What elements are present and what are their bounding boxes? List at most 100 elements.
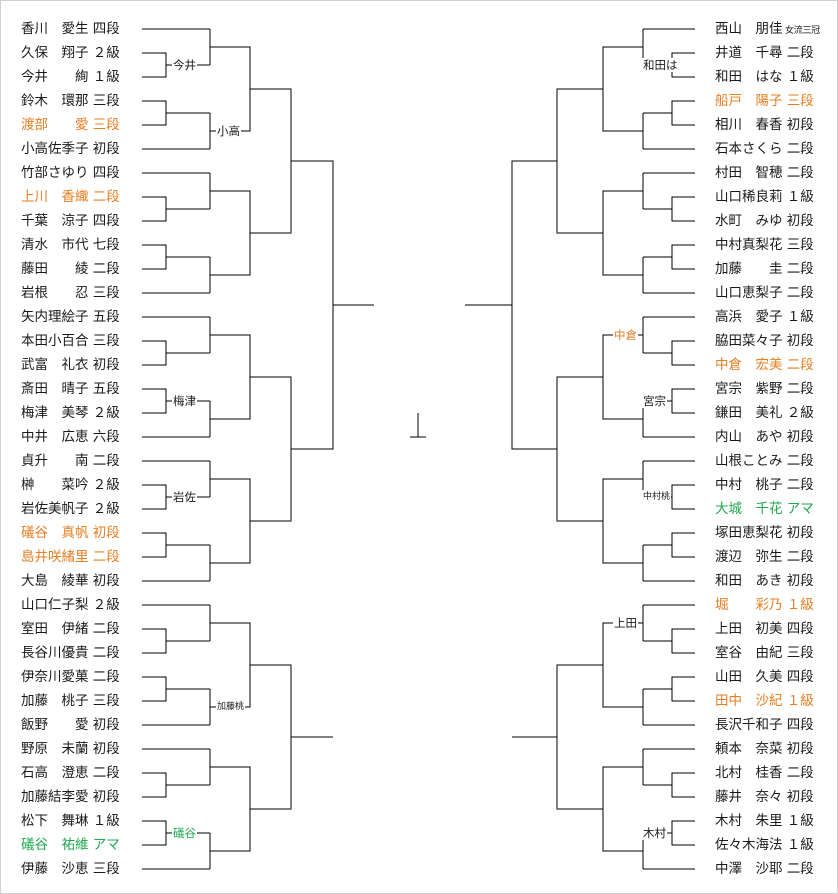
winner-label-5: 加藤桃 — [216, 700, 246, 714]
player-rank: 四段 — [88, 213, 120, 229]
player-rank: 二段 — [782, 861, 814, 877]
bracket-line-41 — [142, 772, 167, 798]
player-name: 松下 舞琳 — [21, 813, 89, 829]
bracket-line-109 — [602, 46, 643, 132]
player-rank: 初段 — [88, 741, 120, 757]
player-name: 室谷 由紀 — [715, 645, 783, 661]
player-name: 西山 朋佳 — [715, 21, 783, 37]
bracket-line-69 — [671, 196, 695, 222]
left-player-5: 渡部 愛 三段 — [21, 114, 120, 136]
player-rank: 三段 — [88, 861, 120, 877]
player-name: 大島 綾華 — [21, 573, 89, 589]
player-name: 久保 翔子 — [21, 45, 89, 61]
player-name: 渡辺 弥生 — [715, 549, 783, 565]
bracket-line-85 — [671, 484, 695, 510]
player-name: 中村 桃子 — [715, 477, 783, 493]
bracket-line-1 — [142, 52, 167, 78]
player-rank: 二段 — [88, 645, 120, 661]
right-player-18: 内山 あや 初段 — [715, 426, 814, 448]
player-name: 上川 香織 — [21, 189, 89, 205]
player-rank: 七段 — [88, 237, 120, 253]
player-name: 大城 千花 — [715, 501, 783, 517]
player-name: 宮宗 紫野 — [715, 381, 783, 397]
player-rank: 初段 — [88, 141, 120, 157]
player-name: 長沢千和子 — [715, 717, 783, 733]
left-player-3: 今井 絢 １級 — [21, 66, 120, 88]
player-name: 山根ことみ — [715, 453, 783, 469]
winner-label-7: 和田は — [642, 58, 679, 72]
left-player-22: 礒谷 真帆 初段 — [21, 522, 120, 544]
player-rank: 三段 — [88, 333, 120, 349]
right-player-34: 木村 朱里 １級 — [715, 810, 814, 832]
player-rank: 二段 — [782, 453, 814, 469]
player-name: 井道 千尋 — [715, 45, 783, 61]
right-player-24: 和田 あき 初段 — [715, 570, 814, 592]
player-name: 脇田菜々子 — [715, 333, 783, 349]
player-name: 礒谷 祐維 — [21, 837, 89, 853]
bracket-line-81 — [671, 388, 695, 414]
left-player-32: 石高 澄恵 二段 — [21, 762, 120, 784]
right-player-25: 堀 彩乃 １級 — [715, 594, 814, 616]
player-name: 渡部 愛 — [21, 117, 89, 133]
bracket-line-29 — [142, 532, 167, 558]
player-name: 飯野 愛 — [21, 717, 89, 733]
winner-label-2: 小高 — [216, 124, 241, 138]
right-player-32: 北村 桂香 二段 — [715, 762, 814, 784]
player-name: 香川 愛生 — [21, 21, 89, 37]
left-player-13: 矢内理絵子 五段 — [21, 306, 120, 328]
right-player-35: 佐々木海法 １級 — [715, 834, 814, 856]
player-rank: 三段 — [88, 285, 120, 301]
right-player-29: 田中 沙紀 １級 — [715, 690, 814, 712]
player-rank: ２級 — [88, 45, 120, 61]
player-rank: ２級 — [88, 477, 120, 493]
player-rank: 初段 — [88, 573, 120, 589]
winner-label-12: 木村 — [642, 826, 667, 840]
left-player-17: 梅津 美琴 ２級 — [21, 402, 120, 424]
player-name: 斎田 晴子 — [21, 381, 89, 397]
player-name: 貞升 南 — [21, 453, 89, 469]
player-rank: 三段 — [782, 93, 814, 109]
left-player-4: 鈴木 環那 三段 — [21, 90, 120, 112]
player-rank: ２級 — [88, 501, 120, 517]
bracket-line-21 — [142, 388, 167, 414]
right-player-10: 中村真梨花 三段 — [715, 234, 814, 256]
player-name: 山田 久美 — [715, 669, 783, 685]
player-name: 室田 伊緒 — [21, 621, 89, 637]
bracket-line-50 — [210, 190, 251, 276]
bracket-line-33 — [142, 628, 167, 654]
player-name: 梅津 美琴 — [21, 405, 89, 421]
bracket-line-25 — [142, 484, 167, 510]
player-name: 水町 みゆ — [715, 213, 783, 229]
player-rank: 四段 — [782, 621, 814, 637]
left-player-11: 藤田 綾 二段 — [21, 258, 120, 280]
left-player-34: 松下 舞琳 １級 — [21, 810, 120, 832]
player-rank: アマ — [88, 837, 120, 853]
player-name: 船戸 陽子 — [715, 93, 783, 109]
player-name: 武富 礼衣 — [21, 357, 89, 373]
right-player-15: 中倉 宏美 二段 — [715, 354, 814, 376]
player-name: 石高 澄恵 — [21, 765, 89, 781]
player-name: 中村真梨花 — [715, 237, 783, 253]
player-rank: アマ — [782, 501, 814, 517]
player-rank: 三段 — [782, 645, 814, 661]
player-rank: 二段 — [782, 165, 814, 181]
player-name: 榊 菜吟 — [21, 477, 89, 493]
player-rank: １級 — [782, 693, 814, 709]
player-rank: 二段 — [88, 765, 120, 781]
bracket-line-73 — [671, 244, 695, 270]
right-player-17: 鎌田 美礼 ２級 — [715, 402, 814, 424]
bracket-line-5 — [142, 100, 167, 126]
right-player-13: 高浜 愛子 １級 — [715, 306, 814, 328]
player-rank: 二段 — [782, 357, 814, 373]
player-name: 岩佐美帆子 — [21, 501, 89, 517]
player-name: 内山 あや — [715, 429, 783, 445]
player-rank: 五段 — [88, 309, 120, 325]
player-rank: １級 — [782, 597, 814, 613]
bracket-line-113 — [602, 622, 643, 708]
left-player-33: 加藤結李愛 初段 — [21, 786, 120, 808]
bracket-line-52 — [210, 478, 251, 564]
player-rank: 初段 — [88, 717, 120, 733]
bracket-line-57 — [250, 664, 292, 810]
player-rank: 二段 — [88, 621, 120, 637]
bracket-line-55 — [250, 88, 292, 234]
